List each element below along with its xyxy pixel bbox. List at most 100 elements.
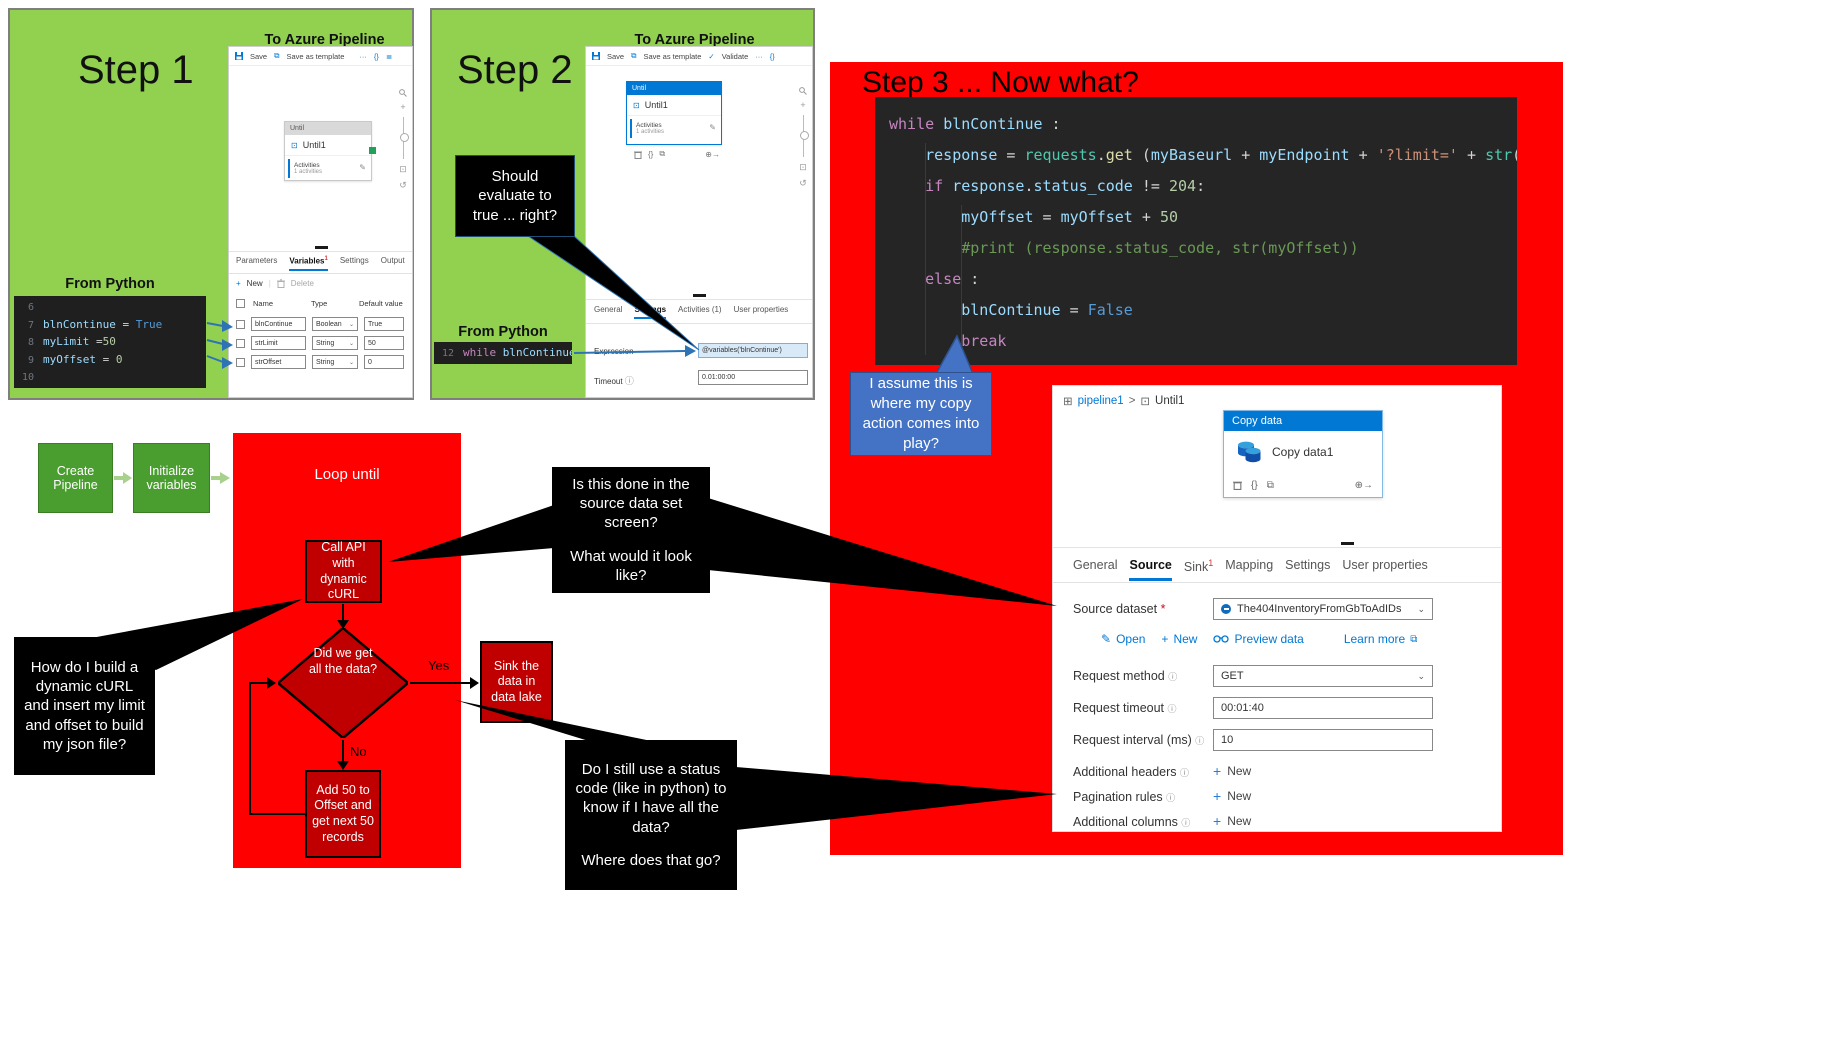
save-button[interactable]: Save: [607, 51, 625, 61]
flow-call-api: Call API with dynamic cURL: [305, 540, 382, 603]
tab-user-properties[interactable]: User properties: [733, 305, 789, 314]
variable-default-input[interactable]: True: [364, 317, 404, 331]
until-activity-box[interactable]: Until ⊡Until1 Activities 1 activities ✎: [284, 121, 372, 181]
request-method-select[interactable]: GET⌄: [1213, 665, 1433, 687]
trash-icon[interactable]: [1233, 480, 1242, 490]
connector-handle[interactable]: [369, 147, 376, 154]
tab-general[interactable]: General: [594, 305, 623, 314]
fit-view-icon[interactable]: ⊡: [399, 164, 407, 174]
breadcrumb-pipeline-link[interactable]: pipeline1: [1077, 395, 1124, 407]
reset-icon[interactable]: ↺: [399, 180, 407, 190]
tab-settings[interactable]: Settings: [1285, 558, 1331, 572]
zoom-slider-knob[interactable]: [399, 133, 409, 142]
variable-type-select[interactable]: Boolean⌄: [312, 317, 358, 331]
variable-type-select[interactable]: String⌄: [312, 336, 358, 350]
row-checkbox[interactable]: [236, 319, 245, 329]
table-row: strLimit String⌄ 50: [236, 336, 404, 350]
save-button[interactable]: Save: [250, 51, 268, 61]
until-activity-box[interactable]: Until ⊡Until1 Activities 1 activities ✎: [626, 81, 722, 145]
preview-data-link[interactable]: Preview data: [1213, 632, 1304, 646]
add-additional-columns-button[interactable]: +New: [1213, 813, 1252, 829]
variable-type-select[interactable]: String⌄: [312, 355, 358, 369]
request-timeout-input[interactable]: 00:01:40: [1213, 697, 1433, 719]
new-variable-button[interactable]: New: [246, 279, 263, 288]
save-as-template-button[interactable]: Save as template: [643, 51, 702, 61]
tab-settings[interactable]: Settings: [339, 256, 369, 265]
select-all-checkbox[interactable]: [236, 299, 245, 308]
step2-config-tabs: General Settings Activities (1) User proper…: [594, 305, 788, 319]
save-as-template-button[interactable]: Save as template: [286, 51, 345, 61]
tab-general[interactable]: General: [1073, 558, 1118, 572]
canvas-zoom-rail[interactable]: + ⊡ ↺: [797, 87, 809, 189]
tab-output[interactable]: Output: [380, 256, 405, 265]
trash-icon: [276, 279, 285, 288]
source-dataset-dropdown[interactable]: The404InventoryFromGbToAdIDs⌄: [1213, 598, 1433, 620]
request-interval-ms-input[interactable]: 10: [1213, 729, 1433, 751]
braces-icon[interactable]: {}: [1251, 479, 1258, 491]
trash-icon[interactable]: [634, 150, 642, 159]
zoom-slider[interactable]: [399, 117, 409, 159]
zoom-slider-knob[interactable]: [799, 131, 809, 140]
new-dataset-link[interactable]: +New: [1161, 632, 1198, 646]
splitter-handle[interactable]: [315, 246, 328, 249]
validate-button[interactable]: Validate: [721, 51, 749, 61]
code-braces-icon[interactable]: {}: [373, 51, 379, 61]
edit-pencil-icon[interactable]: ✎: [709, 123, 716, 132]
timeout-input[interactable]: 0.01:00:00: [698, 370, 808, 385]
tab-mapping[interactable]: Mapping: [1225, 558, 1274, 572]
tab-activities-1[interactable]: Activities (1): [678, 305, 722, 314]
more-icon[interactable]: ···: [359, 51, 367, 61]
zoom-in-icon[interactable]: +: [800, 100, 806, 110]
until-activities-section[interactable]: Activities 1 activities ✎: [627, 116, 721, 141]
reset-icon[interactable]: ↺: [799, 178, 807, 188]
variable-name-input[interactable]: strLimit: [251, 336, 306, 350]
row-checkbox[interactable]: [236, 338, 245, 348]
form-row-additional-headers: Additional headers ⓘ+New: [1053, 761, 1501, 783]
copy-data-activity-box[interactable]: Copy data Copy data1 {} ⧉ ⊕→: [1223, 410, 1383, 498]
edit-pencil-icon[interactable]: ✎: [359, 163, 366, 172]
zoom-slider[interactable]: [799, 115, 809, 157]
list-icon[interactable]: ≣: [385, 51, 393, 61]
expression-input[interactable]: @variables('blnContinue'): [698, 343, 808, 358]
splitter-handle[interactable]: [693, 294, 706, 297]
tab-user-properties[interactable]: User properties: [1342, 558, 1428, 572]
add-activity-icon[interactable]: ⊕→: [1354, 479, 1373, 491]
variable-name-input[interactable]: blnContinue: [251, 317, 306, 331]
delete-variable-button[interactable]: Delete: [290, 279, 314, 288]
info-icon: ⓘ: [1195, 736, 1205, 746]
canvas-zoom-rail[interactable]: + ⊡ ↺: [397, 89, 409, 191]
until-activity-header: Until: [285, 122, 371, 135]
splitter-handle[interactable]: [1341, 542, 1354, 545]
variable-default-input[interactable]: 0: [364, 355, 404, 369]
field-label-source-dataset: Source dataset *: [1073, 602, 1166, 616]
save-icon: [235, 52, 243, 60]
clone-icon[interactable]: ⧉: [1266, 479, 1274, 491]
tab-variables[interactable]: Variables1: [289, 256, 328, 271]
row-checkbox[interactable]: [236, 357, 245, 367]
tabs-divider: [1053, 582, 1501, 583]
plus-icon: +: [1213, 788, 1222, 804]
braces-icon[interactable]: {}: [648, 149, 654, 159]
chevron-down-icon: ⌄: [1417, 603, 1425, 614]
more-icon[interactable]: ···: [755, 51, 763, 61]
add-pagination-rules-button[interactable]: +New: [1213, 788, 1252, 804]
tab-parameters[interactable]: Parameters: [236, 256, 278, 265]
tab-settings[interactable]: Settings: [634, 305, 667, 319]
open-dataset-link[interactable]: ✎Open: [1101, 632, 1146, 646]
callout-status-code: Do I still use a status code (like in py…: [565, 740, 737, 890]
clone-icon[interactable]: ⧉: [659, 149, 666, 158]
add-activity-icon[interactable]: ⊕→: [705, 149, 720, 159]
until-activities-section[interactable]: Activities 1 activities ✎: [285, 156, 371, 181]
learn-more-link[interactable]: Learn more⧉: [1343, 632, 1418, 646]
fit-view-icon[interactable]: ⊡: [799, 162, 807, 172]
zoom-in-icon[interactable]: +: [400, 102, 406, 112]
variable-name-input[interactable]: strOffset: [251, 355, 306, 369]
code-braces-icon[interactable]: {}: [769, 51, 775, 61]
template-icon: ⧉: [274, 51, 280, 60]
tab-sink[interactable]: Sink1: [1183, 558, 1214, 575]
chevron-down-icon: ⌄: [1417, 670, 1425, 681]
tab-source[interactable]: Source: [1129, 558, 1172, 581]
variable-default-input[interactable]: 50: [364, 336, 404, 350]
add-additional-headers-button[interactable]: +New: [1213, 763, 1252, 779]
